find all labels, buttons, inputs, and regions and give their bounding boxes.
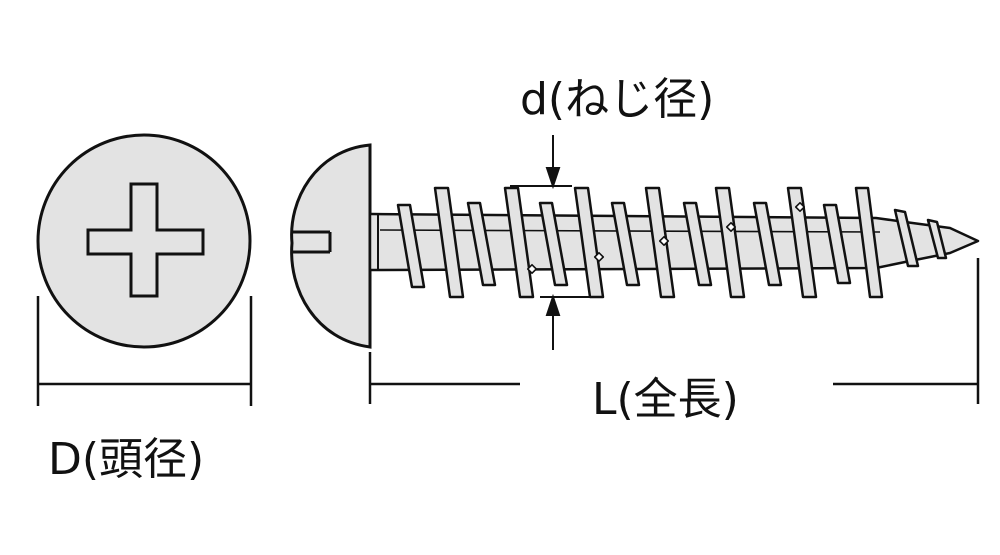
head-diameter-dimension [36,296,253,406]
thread-crest [893,208,920,268]
screw-shank [368,186,980,299]
arrowhead-down [545,167,561,190]
phillips-cross-recess-icon [86,182,205,298]
thread-crest [714,186,746,299]
thread-crest [854,186,884,299]
thread-crest [644,186,676,299]
crest-highlight [794,201,806,213]
head-top-view [36,133,252,349]
screw-head-side [290,143,372,349]
thread-crests [396,186,948,299]
thread-crest [682,201,713,287]
thread-crest [466,201,497,287]
thread-crest [433,186,465,299]
arrowhead-up [545,293,561,316]
crest-highlight [725,221,737,233]
total-length-label: L(全長) [592,374,739,425]
thread-crest [786,186,818,299]
thread-crest [610,201,641,287]
crest-highlight [658,235,670,247]
thread-crest [538,201,569,287]
thread-crest [752,201,783,287]
thread-crest [822,203,852,285]
shank-body [368,212,980,272]
thread-highlights [526,201,806,275]
crest-highlight [526,263,538,275]
thread-diameter-dimension [510,135,604,350]
head-diameter-label: D(頭径) [48,434,205,485]
crest-highlight [593,251,605,263]
thread-crest [926,218,948,260]
total-length-dimension [368,258,980,404]
thread-crest [396,203,426,289]
thread-crest [503,186,535,299]
thread-diameter-label: d(ねじ径) [520,74,715,125]
